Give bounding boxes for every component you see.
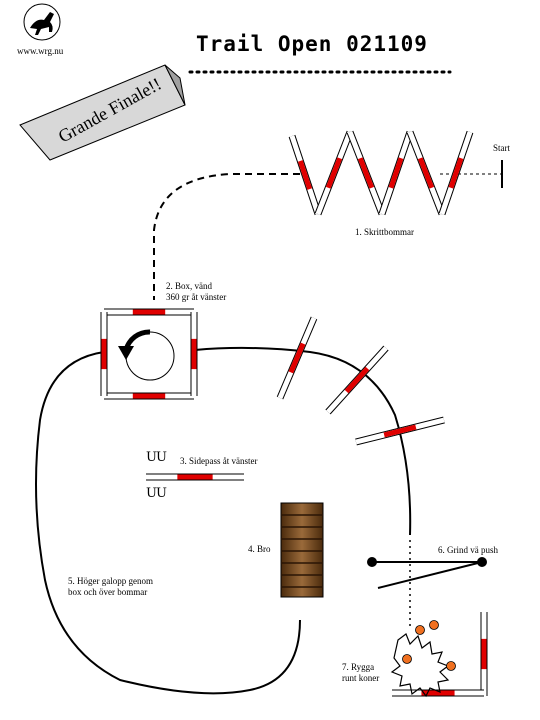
riding-route [35, 346, 412, 695]
zigzag-pole [378, 130, 414, 216]
obstacle-1-label: 1. Skrittbommar [355, 227, 414, 237]
obstacle-2-label-line2: 360 gr åt vänster [166, 292, 227, 302]
obstacle-4-label: 4. Bro [248, 544, 271, 554]
obstacle-6-label: 6. Grind vä push [438, 545, 498, 555]
walkover-poles [288, 130, 474, 216]
zigzag-pole [346, 130, 386, 216]
obstacle-7-label-line2: runt koner [342, 673, 380, 683]
club-logo [23, 3, 61, 41]
canter-pole [355, 416, 445, 446]
obstacle-3-label: 3. Sidepass åt vänster [180, 456, 258, 466]
bridge [280, 502, 324, 598]
zigzag-pole [406, 130, 446, 216]
obstacle-5-label-line2: box och över bommar [68, 587, 148, 597]
cones [402, 620, 456, 671]
obstacle-5-label-line1: 5. Höger galopp genom [68, 576, 153, 586]
page-title: Trail Open 021109 [196, 32, 428, 56]
canter-pole [325, 345, 389, 415]
backup-path [390, 633, 450, 698]
backup-corner [392, 612, 488, 697]
approach-path [153, 173, 300, 300]
canter-poles [276, 316, 445, 446]
site-url[interactable]: www.wrg.nu [17, 46, 64, 56]
hoof-mark-bottom: UU [146, 486, 167, 501]
turn-box [100, 308, 198, 400]
obstacle-7-label-line1: 7. Rygga [342, 662, 375, 672]
zigzag-pole [314, 130, 354, 216]
obstacle-2-label-line1: 2. Box, vänd [166, 281, 212, 291]
hoof-mark-top: UU [146, 450, 167, 465]
start-label: Start [493, 143, 510, 153]
zigzag-pole [438, 130, 474, 216]
canter-pole [276, 316, 318, 400]
gate [367, 557, 487, 589]
banner-ribbon [19, 64, 186, 161]
zigzag-pole [288, 134, 322, 216]
